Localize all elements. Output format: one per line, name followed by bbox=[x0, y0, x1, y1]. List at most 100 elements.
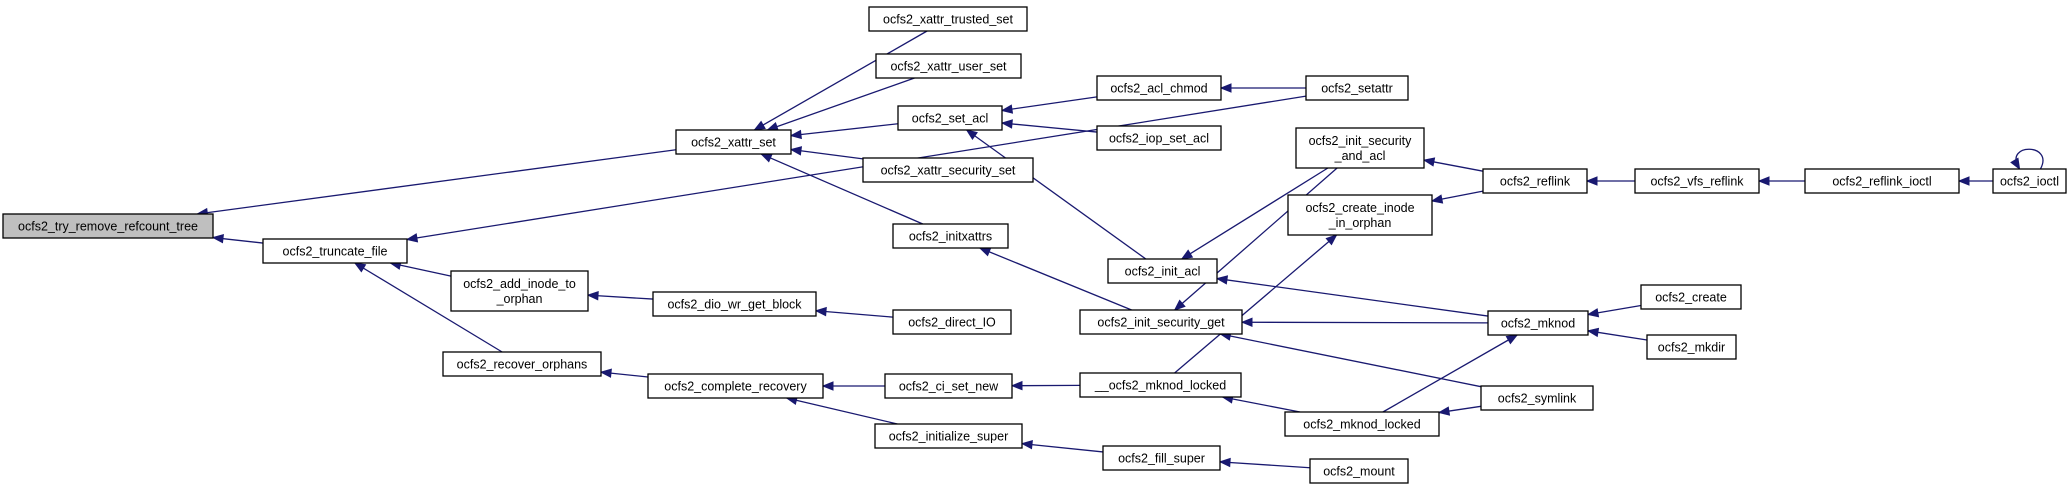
node-create[interactable]: ocfs2_create bbox=[1640, 284, 1742, 310]
node-label: ocfs2_add_inode_to bbox=[463, 277, 576, 291]
node-initxattrs[interactable]: ocfs2_initxattrs bbox=[892, 223, 1009, 249]
node-box bbox=[884, 373, 1013, 399]
node-set-acl[interactable]: ocfs2_set_acl bbox=[897, 105, 1003, 131]
edge-acl-chmod-to-set-acl-arrowhead bbox=[1000, 104, 1014, 114]
edge-mknod-locked-internal-to-ci-set-new-arrowhead bbox=[1010, 380, 1023, 391]
edge-reflink-ioctl-to-vfs-reflink-arrowhead bbox=[1757, 176, 1770, 186]
edge-dio-wr-get-block-to-add-inode-to-orphan-arrowhead bbox=[586, 291, 599, 301]
edge-mknod-to-init-security-get-arrowhead bbox=[1240, 317, 1253, 327]
node-box bbox=[1107, 258, 1218, 284]
node-acl-chmod[interactable]: ocfs2_acl_chmod bbox=[1096, 75, 1222, 101]
node-reflink[interactable]: ocfs2_reflink bbox=[1482, 168, 1588, 194]
node-iop-set-acl[interactable]: ocfs2_iop_set_acl bbox=[1096, 125, 1222, 151]
node-box bbox=[1309, 458, 1409, 484]
node-xattr-security-set[interactable]: ocfs2_xattr_security_set bbox=[862, 157, 1034, 183]
node-box bbox=[1079, 309, 1243, 335]
node-truncate-file[interactable]: ocfs2_truncate_file bbox=[262, 238, 408, 264]
node-box bbox=[1305, 75, 1409, 101]
node-label: ocfs2_vfs_reflink bbox=[1650, 175, 1744, 189]
node-init-security-and-acl[interactable]: ocfs2_init_security_and_acl bbox=[1295, 127, 1425, 169]
node-xattr-trusted-set[interactable]: ocfs2_xattr_trusted_set bbox=[868, 6, 1028, 32]
edge-reflink-to-init-security-and-acl-arrowhead bbox=[1422, 157, 1436, 167]
edge-initxattrs-to-xattr-set bbox=[760, 153, 924, 225]
edge-mknod-to-init-security-get bbox=[1241, 321, 1489, 324]
node-try-remove[interactable]: ocfs2_try_remove_refcount_tree bbox=[2, 213, 214, 239]
node-label: ocfs2_acl_chmod bbox=[1110, 82, 1207, 96]
node-label: ocfs2_init_security bbox=[1309, 134, 1413, 148]
node-create-inode-in-orphan[interactable]: ocfs2_create_inode_in_orphan bbox=[1287, 194, 1433, 236]
node-box bbox=[1079, 372, 1242, 398]
node-ci-set-new[interactable]: ocfs2_ci_set_new bbox=[884, 373, 1013, 399]
edge-mknod-locked-internal-to-create-inode-in-orphan-arrowhead bbox=[1325, 234, 1338, 246]
node-box bbox=[450, 270, 589, 312]
node-box bbox=[1646, 334, 1737, 360]
edge-recover-orphans-to-truncate-file-arrowhead bbox=[353, 262, 367, 273]
node-ioctl[interactable]: ocfs2_ioctl bbox=[1992, 168, 2067, 194]
edge-setattr-to-truncate-file-arrowhead bbox=[405, 233, 419, 243]
edge-mknod-locked-to-mknod bbox=[1382, 334, 1518, 413]
nodes-layer: ocfs2_try_remove_refcount_tree ocfs2_trun… bbox=[2, 6, 2067, 484]
node-label: ocfs2_xattr_set bbox=[691, 136, 776, 150]
node-label: ocfs2_xattr_user_set bbox=[890, 60, 1007, 74]
edge-iop-set-acl-to-set-acl bbox=[1001, 122, 1098, 133]
edge-ci-set-new-to-complete-recovery-arrowhead bbox=[821, 381, 834, 391]
edge-xattr-security-set-to-xattr-set-arrowhead bbox=[789, 146, 803, 156]
node-mount[interactable]: ocfs2_mount bbox=[1309, 458, 1409, 484]
node-xattr-set[interactable]: ocfs2_xattr_set bbox=[675, 129, 792, 155]
node-label: ocfs2_iop_set_acl bbox=[1109, 132, 1209, 146]
edge-mknod-to-init-acl bbox=[1216, 277, 1489, 317]
node-label: ocfs2_direct_IO bbox=[908, 316, 996, 330]
edge-set-acl-to-xattr-set-arrowhead bbox=[789, 129, 802, 140]
node-mknod-locked[interactable]: ocfs2_mknod_locked bbox=[1284, 411, 1440, 437]
edges-layer bbox=[196, 30, 2044, 469]
node-label: _and_acl bbox=[1334, 149, 1386, 163]
node-reflink-ioctl[interactable]: ocfs2_reflink_ioctl bbox=[1804, 168, 1960, 194]
edge-set-acl-to-xattr-set bbox=[790, 123, 899, 137]
node-label: ocfs2_ioctl bbox=[2000, 175, 2059, 189]
edge-init-acl-to-set-acl-arrowhead bbox=[965, 129, 978, 140]
node-initialize-super[interactable]: ocfs2_initialize_super bbox=[874, 423, 1023, 449]
edge-setattr-to-truncate-file bbox=[406, 95, 1307, 241]
node-box bbox=[1096, 75, 1222, 101]
edge-ioctl-to-ioctl-arrowhead bbox=[2010, 157, 2021, 171]
edge-dio-wr-get-block-to-add-inode-to-orphan bbox=[587, 294, 654, 300]
edge-iop-set-acl-to-set-acl-arrowhead bbox=[1000, 119, 1013, 129]
node-setattr[interactable]: ocfs2_setattr bbox=[1305, 75, 1409, 101]
edge-mount-to-fill-super-arrowhead bbox=[1218, 457, 1231, 468]
node-box bbox=[874, 423, 1023, 449]
node-mknod-locked-internal[interactable]: __ocfs2_mknod_locked bbox=[1079, 372, 1242, 398]
node-box bbox=[868, 6, 1028, 32]
node-label: ocfs2_complete_recovery bbox=[664, 380, 807, 394]
node-box bbox=[892, 223, 1009, 249]
edge-ioctl-to-reflink-ioctl-arrowhead bbox=[1957, 176, 1970, 186]
node-box bbox=[1480, 385, 1594, 411]
edge-xattr-set-to-try-remove bbox=[197, 149, 677, 215]
node-init-acl[interactable]: ocfs2_init_acl bbox=[1107, 258, 1218, 284]
node-xattr-user-set[interactable]: ocfs2_xattr_user_set bbox=[875, 53, 1022, 79]
node-vfs-reflink[interactable]: ocfs2_vfs_reflink bbox=[1634, 168, 1760, 194]
edge-mknod-locked-to-mknod-locked-internal bbox=[1222, 396, 1301, 413]
node-label: ocfs2_ci_set_new bbox=[899, 380, 999, 394]
node-box bbox=[875, 53, 1022, 79]
node-complete-recovery[interactable]: ocfs2_complete_recovery bbox=[647, 373, 824, 399]
edge-create-to-mknod-arrowhead bbox=[1586, 308, 1600, 318]
node-box bbox=[442, 351, 602, 377]
node-box bbox=[675, 129, 792, 155]
edge-direct-io-to-dio-wr-get-block-arrowhead bbox=[814, 306, 827, 317]
node-label: ocfs2_create_inode bbox=[1305, 201, 1414, 215]
node-dio-wr-get-block[interactable]: ocfs2_dio_wr_get_block bbox=[652, 291, 817, 317]
node-box bbox=[892, 309, 1012, 335]
node-box bbox=[1487, 310, 1589, 336]
node-init-security-get[interactable]: ocfs2_init_security_get bbox=[1079, 309, 1243, 335]
node-add-inode-to-orphan[interactable]: ocfs2_add_inode_to_orphan bbox=[450, 270, 589, 312]
node-recover-orphans[interactable]: ocfs2_recover_orphans bbox=[442, 351, 602, 377]
node-fill-super[interactable]: ocfs2_fill_super bbox=[1102, 445, 1221, 471]
node-label: ocfs2_initialize_super bbox=[889, 430, 1009, 444]
node-label: _in_orphan bbox=[1328, 216, 1392, 230]
node-mkdir[interactable]: ocfs2_mkdir bbox=[1646, 334, 1737, 360]
node-label: ocfs2_create bbox=[1655, 291, 1727, 305]
node-direct-io[interactable]: ocfs2_direct_IO bbox=[892, 309, 1012, 335]
node-symlink[interactable]: ocfs2_symlink bbox=[1480, 385, 1594, 411]
node-mknod[interactable]: ocfs2_mknod bbox=[1487, 310, 1589, 336]
node-label: ocfs2_truncate_file bbox=[283, 245, 388, 259]
